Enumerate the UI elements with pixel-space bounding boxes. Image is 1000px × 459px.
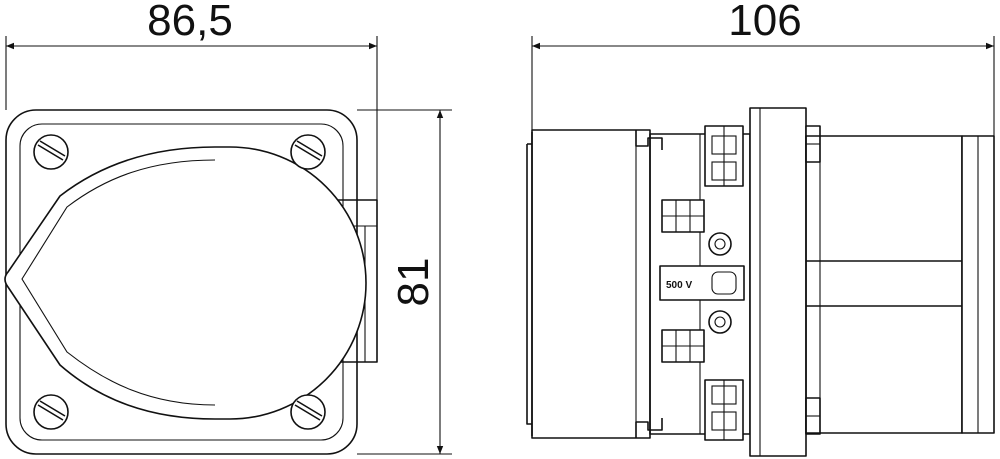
terminal-screw-icon xyxy=(708,232,732,256)
rear-housing xyxy=(531,129,651,439)
terminal-top xyxy=(704,125,744,187)
height-label: 81 xyxy=(389,258,438,307)
front-width-label: 86,5 xyxy=(147,0,233,45)
side-view: 500 V xyxy=(526,107,995,457)
voltage-label: 500 V xyxy=(666,280,692,291)
screw-icon xyxy=(33,134,69,170)
terminal-bottom xyxy=(704,379,744,441)
flange-screw-top xyxy=(805,125,821,163)
bottom-clip xyxy=(635,418,663,438)
terminal-screw-icon xyxy=(708,310,732,334)
screw-icon xyxy=(290,394,326,430)
contact-pin-upper xyxy=(661,199,705,233)
dimension-side-depth: 106 xyxy=(531,0,995,136)
dimension-height: 81 xyxy=(357,109,452,455)
screw-icon xyxy=(290,134,326,170)
side-depth-label: 106 xyxy=(728,0,801,45)
top-clip xyxy=(635,130,663,150)
screw-icon xyxy=(33,394,69,430)
socket-front-body xyxy=(805,135,963,434)
socket-lid xyxy=(4,146,367,420)
contact-pin-lower xyxy=(661,329,705,363)
front-view xyxy=(4,109,378,455)
dimension-front-width: 86,5 xyxy=(5,0,378,200)
mounting-flange xyxy=(749,107,807,457)
flange-screw-bottom xyxy=(805,397,821,435)
